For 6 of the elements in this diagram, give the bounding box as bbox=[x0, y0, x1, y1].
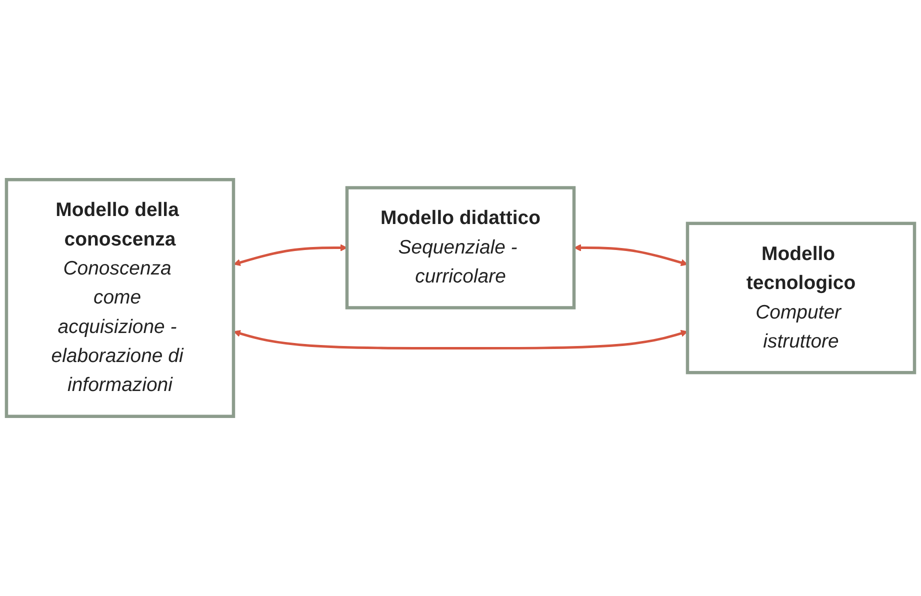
arrow bbox=[233, 330, 688, 350]
node-box: Modello tecnologico Computer istruttore bbox=[686, 222, 916, 374]
arrow bbox=[574, 244, 688, 266]
node-box: Modello didattico Sequenziale - curricolare bbox=[345, 186, 576, 310]
node-box: Modello della conoscenza Conoscenza come acquisizione - elaborazione di informazioni bbox=[4, 178, 236, 418]
arrow bbox=[233, 244, 348, 266]
